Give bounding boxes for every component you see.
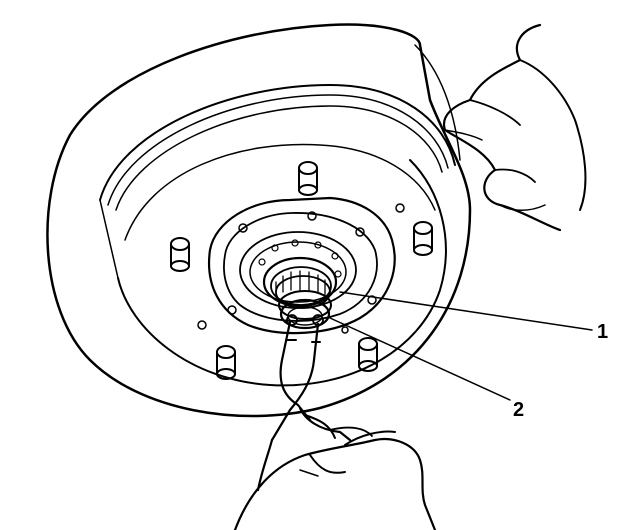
wheel-studs <box>170 161 433 380</box>
bearing-retainer-snap-ring <box>279 298 331 330</box>
wheel-stud <box>216 345 236 380</box>
wheel-stud <box>358 337 378 372</box>
rotor-holes <box>197 203 405 334</box>
wheel-stud <box>170 237 190 272</box>
callout-leaders <box>329 291 593 401</box>
brake-rotor <box>46 23 472 418</box>
callout-1-label: 1 <box>597 321 608 343</box>
callout-1-leader <box>339 291 593 331</box>
hand-lower <box>233 426 437 530</box>
callout-2-label: 2 <box>513 399 524 421</box>
wheel-stud <box>298 161 318 196</box>
snap-ring-pliers <box>256 320 352 492</box>
wheel-stud <box>413 221 433 256</box>
wheel-bearing <box>262 256 338 320</box>
hub-flange <box>207 196 396 335</box>
callout-2-leader <box>329 317 511 401</box>
hand-upper <box>442 23 587 232</box>
